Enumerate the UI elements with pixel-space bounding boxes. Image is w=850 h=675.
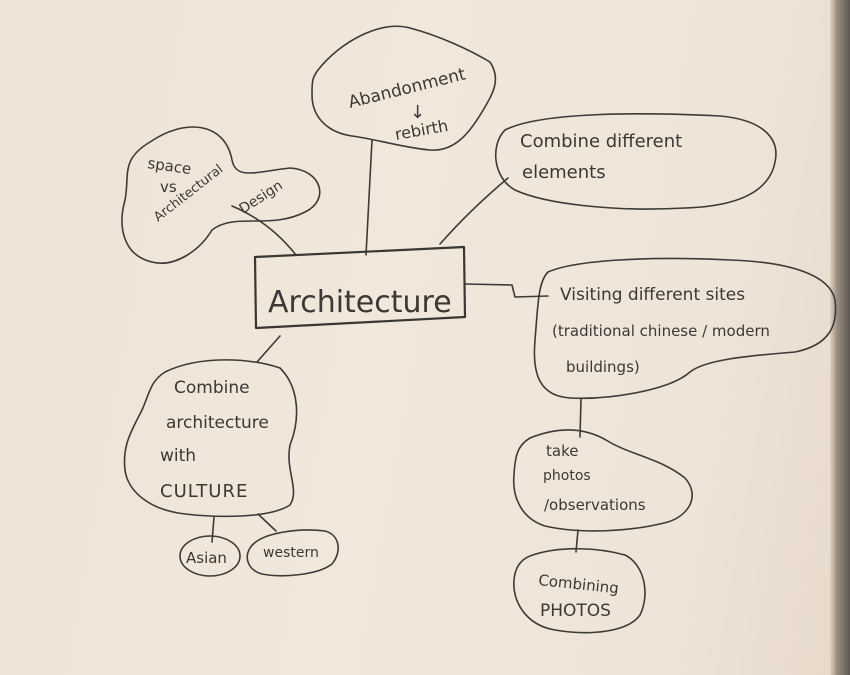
blob-asian: [179, 535, 241, 577]
blob-combine-culture: [123, 359, 298, 518]
connector-space-design: [231, 205, 297, 256]
node-take-photos: take photos /observations: [512, 429, 693, 532]
central-node: Architecture: [253, 245, 467, 330]
text-space: space: [146, 154, 192, 178]
text-abandonment: Abandonment: [346, 64, 468, 113]
text-western: western: [263, 545, 319, 561]
paper-edge: [830, 0, 850, 675]
connector-asian: [211, 516, 215, 543]
text-with: with: [160, 446, 196, 466]
blob-combining-photos: [513, 547, 646, 634]
text-take: take: [546, 442, 578, 460]
blob-visiting-sites: [533, 257, 837, 400]
text-combine: Combine: [174, 378, 250, 398]
connector-western: [257, 513, 277, 532]
node-abandonment: Abandonment ↓ rebirth: [311, 25, 497, 151]
central-box: [253, 245, 467, 330]
text-elements: elements: [522, 162, 606, 183]
text-photos-caps: PHOTOS: [540, 601, 611, 621]
text-vs: vs: [160, 178, 177, 196]
node-space-design: space vs Architectural Design: [121, 126, 321, 264]
blob-western: [246, 529, 339, 577]
blob-take-photos: [512, 429, 693, 532]
connectors: [211, 139, 582, 553]
node-western: western: [246, 529, 339, 577]
text-design: Design: [236, 178, 285, 218]
central-label: Architecture: [268, 285, 452, 320]
text-buildings: buildings): [566, 358, 640, 376]
blob-abandonment: [311, 25, 497, 151]
connector-visiting-sites: [464, 283, 549, 298]
text-architecture: architecture: [166, 413, 269, 433]
text-photos: photos: [543, 468, 591, 484]
abandonment-arrow: ↓: [410, 102, 425, 123]
node-asian: Asian: [179, 535, 241, 577]
text-observations: /observations: [544, 496, 646, 514]
connector-abandonment: [365, 139, 373, 256]
node-combining-photos: Combining PHOTOS: [513, 547, 646, 634]
text-traditional: (traditional chinese / modern: [552, 322, 770, 340]
text-asian: Asian: [186, 549, 227, 567]
connector-combine-elements: [439, 177, 509, 245]
connector-combine-culture: [256, 335, 281, 363]
node-visiting-sites: Visiting different sites (traditional ch…: [533, 257, 837, 400]
text-combine-different: Combine different: [520, 131, 682, 152]
blob-space-design: [121, 126, 321, 264]
text-combining: Combining: [538, 571, 620, 597]
text-rebirth: rebirth: [393, 116, 449, 144]
node-combine-culture: Combine architecture with CULTURE: [123, 359, 298, 518]
text-culture: CULTURE: [160, 481, 248, 502]
node-combine-elements: Combine different elements: [494, 113, 777, 210]
text-visiting: Visiting different sites: [560, 285, 745, 305]
blob-combine-elements: [494, 113, 777, 210]
